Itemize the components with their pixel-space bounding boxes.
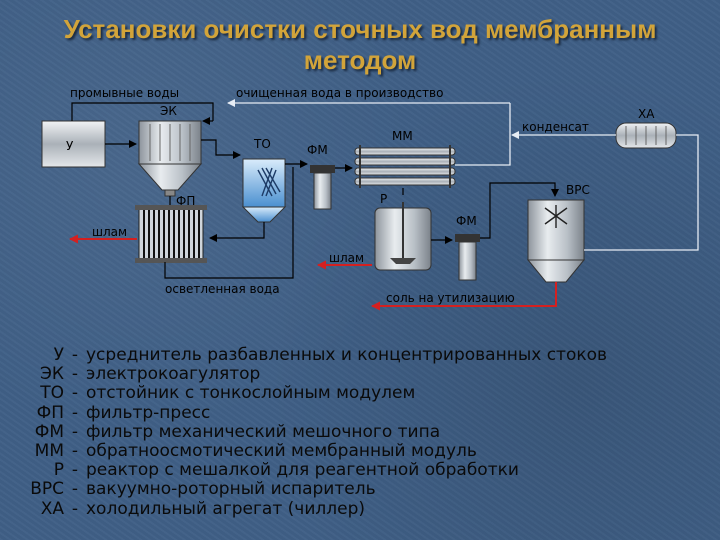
recycle-lines [227, 99, 699, 251]
legend-dash: - [71, 364, 79, 385]
legend-description: усреднитель разбавленных и концентрирова… [86, 345, 608, 365]
slide-title-line-1: Установки очистки сточных вод мембранным [63, 14, 657, 44]
legend-abbr: ФП [36, 402, 64, 423]
evaporator-vrs: ВРС [526, 183, 590, 283]
abbreviation-legend: У-усреднитель разбавленных и концентриро… [8, 345, 648, 519]
label-r: Р [380, 192, 387, 206]
legend-abbr: ТО [40, 383, 64, 404]
legend-dash: - [71, 498, 79, 519]
legend-description: вакуумно-роторный испаритель [86, 479, 376, 500]
legend-row: ЭК-электрокоагулятор [8, 365, 648, 384]
label-mm: ММ [392, 129, 413, 143]
label-vrs: ВРС [566, 183, 590, 197]
legend-abbr: ФМ [34, 421, 64, 442]
slide-title: Установки очистки сточных вод мембранным… [0, 14, 720, 76]
legend-row: ХА-холодильный агрегат (чиллер) [8, 498, 648, 519]
legend-description: реактор с мешалкой для реагентной обрабо… [86, 460, 519, 481]
legend-row: ВРС-вакуумно-роторный испаритель [8, 480, 648, 499]
legend-row: ФМ-фильтр механический мешочного типа [8, 421, 648, 442]
legend-description: фильтр-пресс [86, 402, 211, 423]
reactor-r: Р [374, 192, 432, 271]
legend-description: электрокоагулятор [86, 364, 261, 385]
stream-wash-water: промывные воды [70, 86, 179, 100]
legend-dash: - [71, 421, 79, 442]
chiller-xa: ХА [615, 107, 677, 149]
stream-sludge-left: шлам [92, 225, 127, 239]
electrocoagulator-ek: ЭК [137, 104, 203, 197]
legend-description: холодильный агрегат (чиллер) [86, 498, 365, 519]
legend-row: Р-реактор с мешалкой для реагентной обра… [8, 461, 648, 480]
slide-title-line-2: методом [303, 45, 417, 75]
flow-lines [71, 102, 559, 279]
legend-abbr: У [53, 345, 64, 365]
legend-dash: - [71, 460, 79, 481]
filter-press-fp: ФП [135, 194, 207, 263]
tank-u: У [41, 120, 106, 168]
legend-abbr: ММ [34, 441, 64, 462]
legend-abbr: ХА [40, 498, 64, 519]
legend-row: У-усреднитель разбавленных и концентриро… [8, 345, 648, 365]
stream-sludge-right: шлам [329, 251, 364, 265]
legend-abbr: ВРС [30, 479, 64, 500]
legend-dash: - [71, 441, 79, 462]
label-ek: ЭК [160, 104, 177, 118]
membrane-module-mm: ММ [354, 129, 456, 188]
legend-row: ММ-обратноосмотический мембранный модуль [8, 441, 648, 462]
legend-description: отстойник с тонкослойным модулем [86, 383, 416, 404]
discharge-arrows [69, 234, 557, 311]
stream-clarified-water: осветленная вода [165, 282, 280, 296]
stream-purified-water: очищенная вода в производство [236, 86, 443, 100]
settler-to: ТО [241, 137, 287, 223]
legend-row: ТО-отстойник с тонкослойным модулем [8, 384, 648, 403]
legend-dash: - [71, 383, 79, 404]
legend-row: ФП-фильтр-пресс [8, 402, 648, 423]
label-fm-2: ФМ [456, 214, 477, 228]
stream-salt: соль на утилизацию [386, 291, 515, 305]
legend-dash: - [71, 345, 79, 365]
legend-abbr: Р [53, 460, 64, 481]
legend-dash: - [71, 479, 79, 500]
stream-condensate: конденсат [522, 120, 589, 134]
label-xa: ХА [638, 107, 655, 121]
label-fp: ФП [176, 194, 195, 208]
legend-dash: - [71, 402, 79, 423]
label-to: ТО [253, 137, 271, 151]
bag-filter-fm-2: ФМ [455, 214, 480, 281]
label-u: У [66, 139, 74, 153]
label-fm-1: ФМ [307, 143, 328, 157]
legend-description: обратноосмотический мембранный модуль [86, 441, 477, 462]
legend-description: фильтр механический мешочного типа [86, 421, 441, 442]
legend-abbr: ЭК [40, 364, 64, 385]
bag-filter-fm-1: ФМ [307, 143, 335, 210]
